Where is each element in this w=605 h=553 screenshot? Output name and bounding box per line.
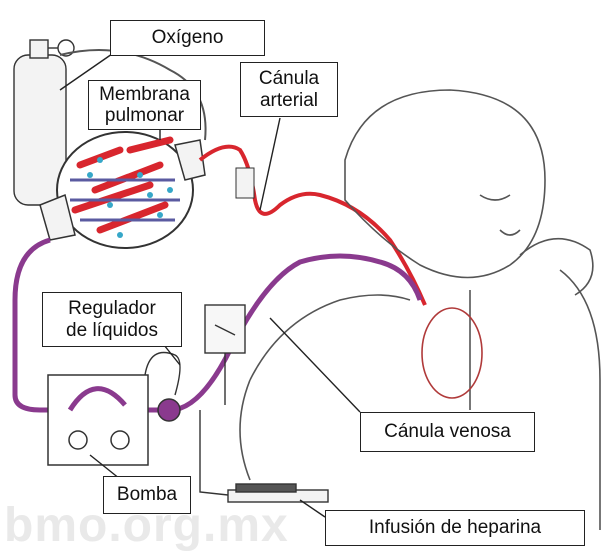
label-regulador-line1: Regulador (68, 298, 156, 320)
baby-outline (240, 90, 600, 530)
label-infusion-text: Infusión de heparina (369, 517, 541, 539)
arterial-filter (236, 168, 254, 198)
label-membrana-line2: pulmonar (105, 105, 184, 126)
pump (48, 375, 180, 465)
label-canula-arterial-line1: Cánula (259, 68, 319, 90)
label-membrana-pulmonar: Membrana pulmonar (88, 80, 201, 130)
arterial-line (200, 147, 425, 305)
label-regulador-liquidos: Regulador de líquidos (42, 292, 182, 347)
label-canula-venosa-text: Cánula venosa (384, 421, 511, 443)
label-oxigeno-text: Oxígeno (152, 27, 224, 49)
heparin-pump (200, 410, 328, 502)
label-bomba-text: Bomba (117, 484, 177, 506)
label-bomba: Bomba (103, 476, 191, 514)
label-membrana-line1: Membrana (99, 84, 190, 105)
label-canula-arterial-line2: arterial (260, 90, 318, 112)
label-infusion-heparina: Infusión de heparina (325, 510, 585, 546)
label-canula-venosa: Cánula venosa (360, 412, 535, 452)
label-canula-arterial: Cánula arterial (240, 62, 338, 117)
label-oxigeno: Oxígeno (110, 20, 265, 56)
label-regulador-line2: de líquidos (66, 320, 158, 342)
